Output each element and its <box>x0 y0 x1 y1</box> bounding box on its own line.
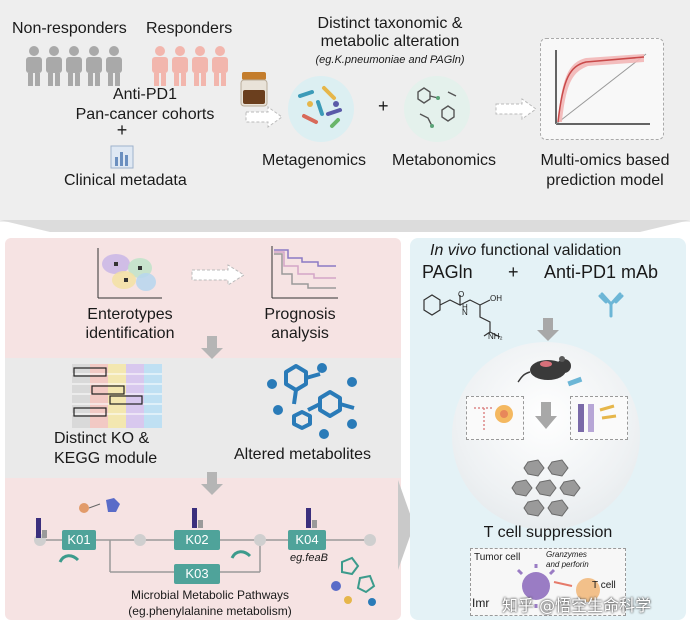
expression-bar-k01-icon <box>36 518 47 538</box>
metagenomics-label: Metagenomics <box>262 152 367 169</box>
distinct-example: (eg.K.pneumoniae and PAGln) <box>315 54 465 66</box>
right-triangle-arrow-icon <box>398 480 414 570</box>
pagln-label: PAGln <box>422 262 473 282</box>
down-arrow-4-icon <box>535 402 557 429</box>
altered-metabolites-icon <box>267 363 357 439</box>
in-vivo-title: In vivo functional validation <box>430 242 621 260</box>
immune-synapse-icon <box>578 404 617 432</box>
expression-bar-k04-icon <box>306 508 317 528</box>
left-panel-ko <box>5 358 401 478</box>
down-arrow-3-icon <box>537 318 559 341</box>
dashed-arrow-right-icon <box>245 106 283 128</box>
ko-box-k01: K01 <box>62 530 96 550</box>
pathway-label-1: Microbial Metabolic Pathways <box>130 588 290 602</box>
imm-label: Imr <box>472 596 490 610</box>
ko-label-2: KEGG module <box>54 450 158 467</box>
pathway-label-2: (eg.phenylalanine metabolism) <box>128 604 292 618</box>
clinical-metadata-label: Clinical metadata <box>64 172 187 189</box>
in-vivo-italic: In vivo <box>430 242 477 259</box>
in-vivo-rest: functional validation <box>476 242 622 259</box>
down-arrow-2-icon <box>201 472 223 495</box>
watermark-text: 知乎 @悟空生命科学 <box>502 596 652 615</box>
down-arrow-1-icon <box>201 336 223 359</box>
antibody-icon <box>598 292 624 318</box>
feab-example: eg.feaB <box>290 552 328 564</box>
mechanism-inset-box <box>470 548 626 616</box>
pagln-h: H <box>462 303 468 312</box>
pagln-n: N <box>462 308 468 317</box>
granzymes-label: Granzymes <box>546 550 587 559</box>
tumor-t-cell-interaction-icon <box>516 564 600 608</box>
syringe-icon <box>567 376 583 387</box>
dashed-arrow-to-prognosis-icon <box>191 264 245 286</box>
bacteria-k02-icon <box>230 550 252 559</box>
non-responders-label: Non-responders <box>12 20 127 37</box>
anti-pd1-mab-label: Anti-PD1 mAb <box>544 262 659 282</box>
ko-heatmap-icon <box>72 364 162 428</box>
ko-box-k04: K04 <box>288 530 326 550</box>
cohort-line-1: Anti-PD1 <box>112 86 178 103</box>
model-label-1: Multi-omics based <box>540 152 670 169</box>
model-label-2: prediction model <box>546 172 664 189</box>
distinct-title-1: Distinct taxonomic & <box>317 15 463 32</box>
metabolite-product-icon <box>331 556 376 606</box>
prognosis-label-1: Prognosis <box>264 306 336 323</box>
tumor-inset-box <box>466 396 524 440</box>
ko-box-k03: K03 <box>174 564 220 584</box>
plus-treatment: + <box>508 262 519 282</box>
responders-label: Responders <box>146 20 233 37</box>
non-responders-people-icon <box>26 46 122 86</box>
roc-curve-icon <box>555 50 650 125</box>
enzyme-molecule-icon <box>79 498 120 513</box>
t-cell-suppression-label: T cell suppression <box>483 524 613 541</box>
ko-label-1: Distinct KO & <box>54 430 150 447</box>
enterotypes-label-2: identification <box>85 325 175 342</box>
distinct-title-2: metabolic alteration <box>320 33 460 50</box>
pagln-o: O <box>458 290 465 299</box>
survival-curve-icon <box>271 246 338 299</box>
enterotype-scatter-icon <box>97 248 162 299</box>
enterotypes-label-1: Enterotypes <box>87 306 173 323</box>
clinical-chart-icon <box>110 145 134 169</box>
plus-sign: + <box>116 120 128 140</box>
sample-jar-icon <box>240 72 268 107</box>
metagenomics-bacteria-icon <box>288 76 354 142</box>
t-cell-label: T cell <box>592 580 616 591</box>
metabonomics-molecule-icon <box>404 76 470 142</box>
top-panel-funnel <box>0 220 690 232</box>
mouse-icon <box>517 356 571 383</box>
altered-metabolites-label: Altered metabolites <box>234 446 371 463</box>
tumor-cell-label: Tumor cell <box>474 552 521 563</box>
cohort-line-2: Pan-cancer cohorts <box>75 106 215 123</box>
pagln-nh2: NH₂ <box>488 332 503 341</box>
metabonomics-label: Metabonomics <box>392 152 497 169</box>
bacteria-k01-icon <box>58 554 80 563</box>
pagln-oh: OH <box>490 294 502 303</box>
dashed-arrow-to-model-icon <box>495 98 537 120</box>
ko-box-k02: K02 <box>174 530 220 550</box>
prognosis-label-2: analysis <box>271 325 329 342</box>
perforin-label: and perforin <box>546 560 589 569</box>
pagln-structure-icon <box>423 294 501 338</box>
responders-people-icon <box>152 46 228 86</box>
tumor-cell-inset-icon <box>474 405 513 430</box>
t-cell-cluster-icon <box>511 459 581 517</box>
plus-between-omics: + <box>378 96 389 116</box>
expression-bar-k02-icon <box>192 508 203 528</box>
